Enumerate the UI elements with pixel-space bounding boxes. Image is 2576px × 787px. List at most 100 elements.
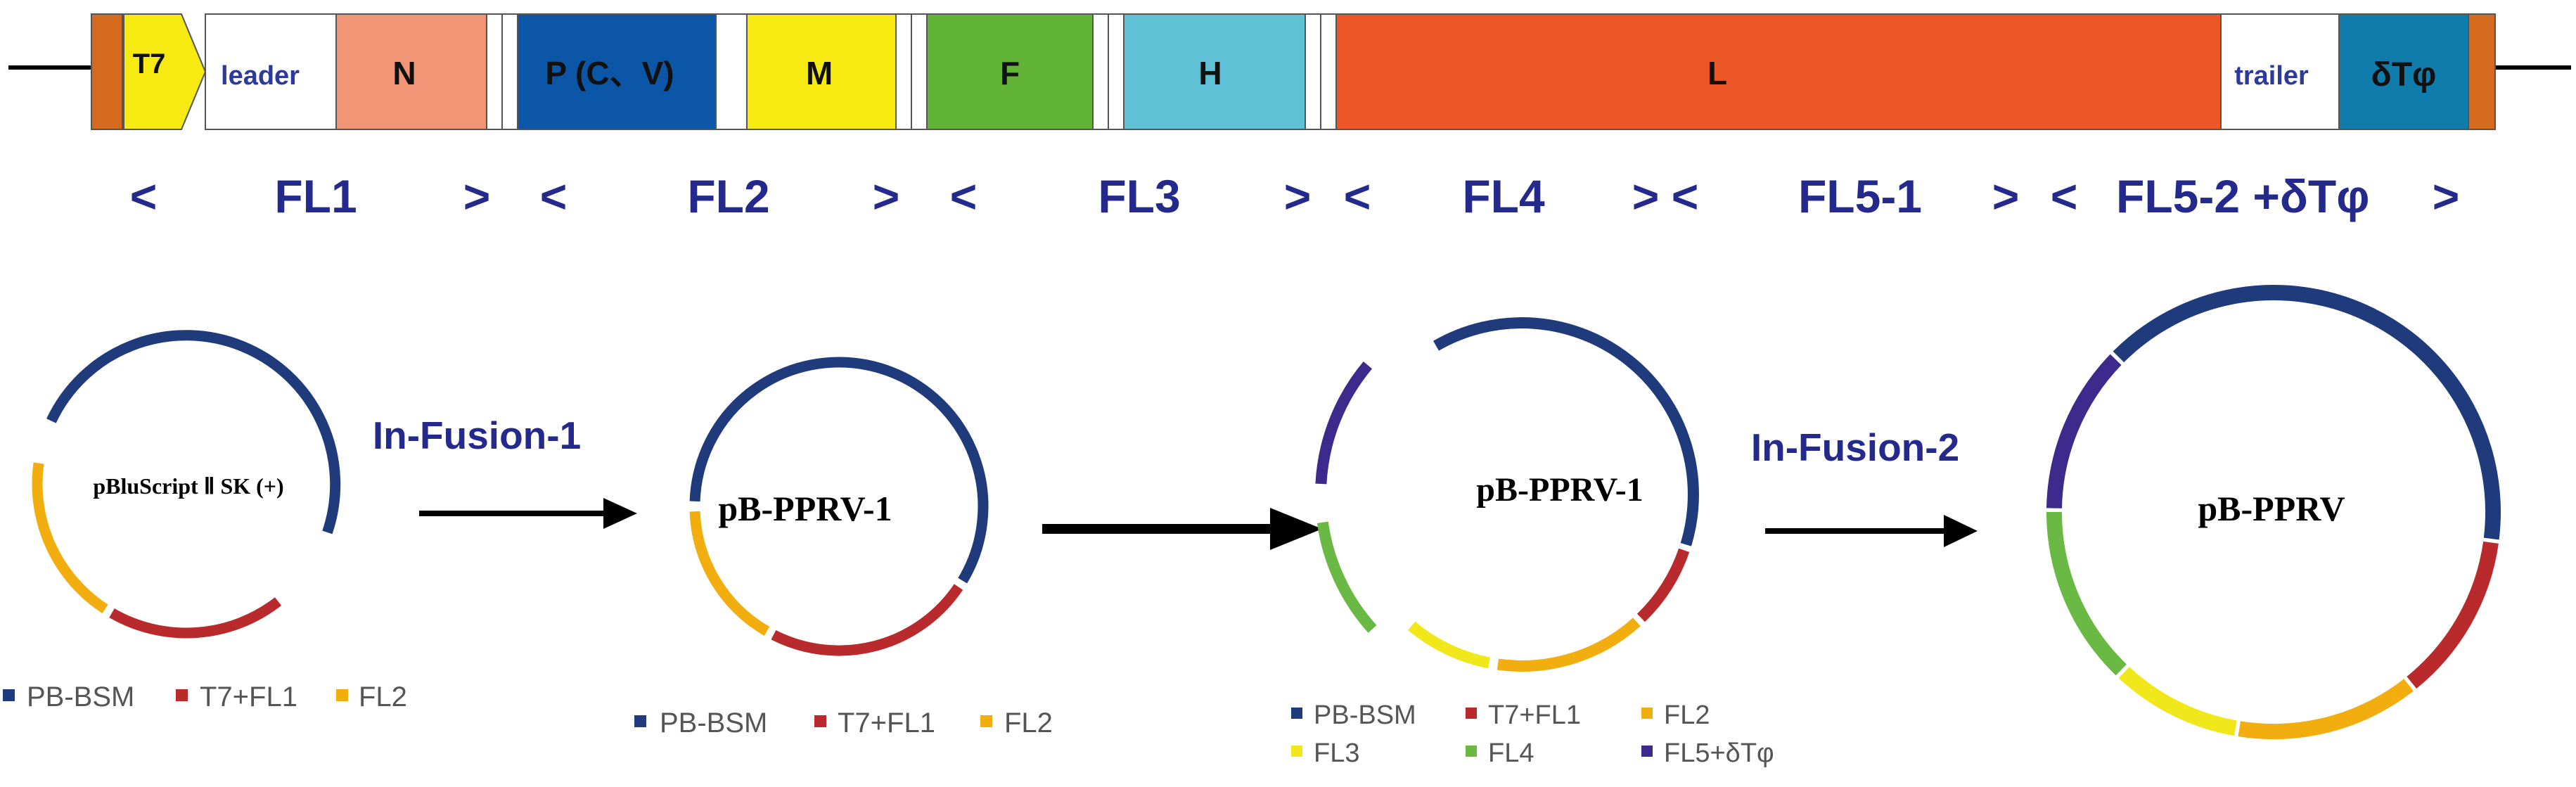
- infusion-1-step: In-Fusion-1: [373, 414, 637, 529]
- legend-swatch: [1291, 746, 1302, 757]
- segment-t7-label: T7: [133, 49, 166, 79]
- segment-h-label: H: [1198, 55, 1222, 91]
- segment-leader: [205, 13, 337, 130]
- legend-swatch: [176, 689, 188, 701]
- legend-label: FL2: [1004, 708, 1053, 738]
- segment-dtphi-label: δTφ: [2371, 56, 2437, 94]
- plasmid-arc-fl5: [1315, 361, 1373, 485]
- segment-h: [1123, 13, 1306, 130]
- plasmid-pb-pprv-1-assembly: pB-PPRV-1: [1315, 317, 1699, 672]
- fragment-bracket-close: >: [463, 170, 491, 222]
- arrow-head: [603, 498, 637, 529]
- plasmid-label: pB-PPRV-1: [718, 489, 892, 528]
- plasmid-arc-fl2: [689, 511, 770, 636]
- fragment-bracket-open: <: [1672, 170, 1699, 222]
- infusion-2-label: In-Fusion-2: [1751, 426, 1959, 469]
- legend-swatch: [980, 715, 992, 727]
- legend-label: T7+FL1: [838, 708, 935, 738]
- legend-label: PB-BSM: [660, 708, 767, 738]
- plasmid-arc-fl4: [1316, 521, 1377, 633]
- legend-swatch: [634, 715, 646, 727]
- intergenic-spacer: [486, 13, 503, 130]
- plasmid-arc-pb-bsm: [1433, 317, 1699, 546]
- intergenic-spacer: [1092, 13, 1109, 130]
- legend-swatch: [1291, 708, 1302, 719]
- fragment-bracket-open: <: [1344, 170, 1371, 222]
- plasmid-arc-fl2: [32, 462, 108, 614]
- fragment-bracket-close: >: [1992, 170, 2020, 222]
- plasmid-arc-fl2: [2238, 679, 2414, 739]
- plasmid-arc-fl5: [2046, 354, 2122, 508]
- genome-end-cap-left: [91, 13, 123, 130]
- legend-label: FL2: [359, 682, 407, 712]
- fragment-fl4-label: FL4: [1462, 170, 1545, 222]
- fragment-bracket-close: >: [2433, 170, 2460, 222]
- legend-plasmid-3: PB-BSM T7+FL1 FL2 FL3 FL4 FL5+δTφ: [1291, 700, 1774, 768]
- segment-dtphi: [2338, 13, 2469, 130]
- plasmid-arc-t7-fl1: [109, 597, 282, 639]
- segment-l-label: L: [1707, 55, 1727, 91]
- plasmid-pbluscript: pBluScript Ⅱ SK (+): [32, 330, 341, 639]
- segment-p-label: P (C、V): [545, 55, 674, 91]
- plasmid-arc-t7-fl1: [771, 584, 963, 656]
- fragment-fl1-label: FL1: [274, 170, 357, 222]
- intergenic-spacer: [715, 13, 748, 130]
- legend-swatch: [3, 689, 15, 701]
- intergenic-spacer: [895, 13, 912, 130]
- fragment-bracket-close: >: [1632, 170, 1660, 222]
- legend-plasmid-1: PB-BSM T7+FL1 FL2: [3, 682, 407, 712]
- segment-f-label: F: [1000, 55, 1020, 91]
- legend-plasmid-2: PB-BSM T7+FL1 FL2: [634, 708, 1053, 738]
- legend-swatch: [1466, 746, 1477, 757]
- plasmid-arc-pb-bsm: [689, 357, 989, 584]
- plasmid-arc-t7-fl1: [2407, 541, 2499, 689]
- fragment-bracket-open: <: [130, 170, 158, 222]
- transition-arrow: [1042, 508, 1322, 550]
- segment-l: [1335, 13, 2222, 130]
- intergenic-spacer: [1305, 13, 1321, 130]
- fragment-bracket-open: <: [950, 170, 978, 222]
- fragment-fl5-1-label: FL5-1: [1798, 170, 1922, 222]
- intergenic-spacer: [911, 13, 928, 130]
- fragment-bracket-close: >: [1284, 170, 1312, 222]
- segment-f: [926, 13, 1094, 130]
- arrow-head: [1270, 508, 1322, 550]
- legend-label: FL2: [1664, 700, 1710, 730]
- intergenic-spacer: [1320, 13, 1337, 130]
- legend-label: T7+FL1: [200, 682, 297, 712]
- segment-m: [746, 13, 897, 130]
- segment-m-label: M: [806, 55, 833, 91]
- intergenic-spacer: [1108, 13, 1124, 130]
- plasmid-arc-fl3: [2118, 667, 2237, 736]
- fragment-bracket-open: <: [540, 170, 568, 222]
- segment-trailer-label: trailer: [2234, 61, 2309, 91]
- plasmid-arc-fl4: [2046, 511, 2127, 676]
- fragment-row: < FL1 > < FL2 > < FL3 > < FL4 > < FL5-1 …: [130, 170, 2460, 222]
- legend-label: PB-BSM: [27, 682, 134, 712]
- legend-swatch: [814, 715, 826, 727]
- legend-label: FL4: [1488, 738, 1534, 768]
- infusion-2-step: In-Fusion-2: [1751, 426, 1978, 547]
- plasmid-arc-fl2: [1497, 618, 1641, 672]
- legend-swatch: [1641, 746, 1653, 757]
- plasmid-arc-fl3: [1408, 621, 1491, 669]
- plasmid-arc-t7-fl1: [1636, 548, 1690, 622]
- fragment-fl5-2-label: FL5-2 +δTφ: [2116, 170, 2369, 222]
- plasmid-arc-pb-bsm: [46, 330, 341, 535]
- infusion-1-label: In-Fusion-1: [373, 414, 581, 457]
- intergenic-spacer: [501, 13, 518, 130]
- legend-swatch: [336, 689, 348, 701]
- plasmid-label: pBluScript Ⅱ SK (+): [93, 473, 283, 499]
- plasmid-label: pB-PPRV: [2198, 489, 2345, 528]
- plasmid-pb-pprv: pB-PPRV: [2046, 285, 2501, 739]
- legend-label: FL3: [1314, 738, 1359, 768]
- arrow-head: [1944, 515, 1978, 547]
- legend-swatch: [1641, 708, 1653, 719]
- legend-label: PB-BSM: [1314, 700, 1416, 730]
- genome-end-cap-right: [2468, 13, 2496, 130]
- segment-p: [517, 13, 717, 130]
- fragment-fl3-label: FL3: [1098, 170, 1180, 222]
- segment-trailer: [2220, 13, 2340, 130]
- segment-t7-arrow: [123, 13, 207, 130]
